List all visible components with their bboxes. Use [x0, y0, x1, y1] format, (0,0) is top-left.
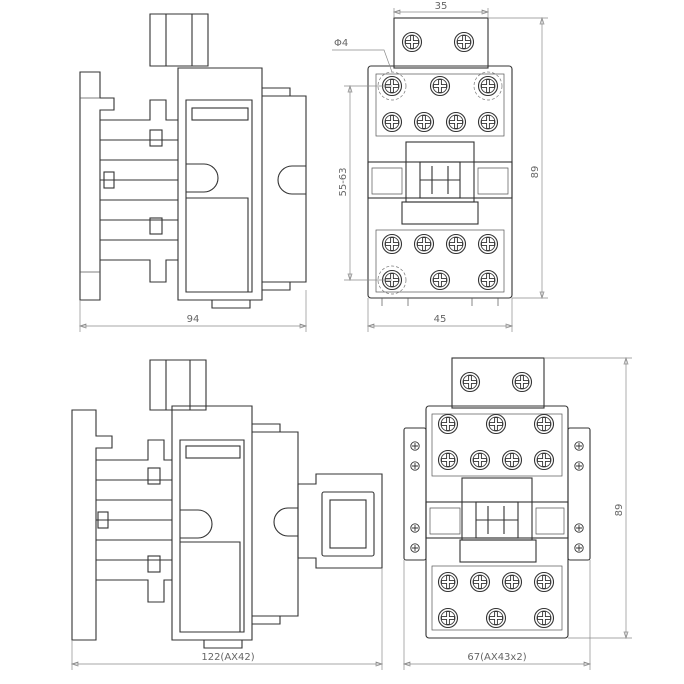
dim-top-side-width: 94 [187, 314, 200, 325]
dim-bottom-side-width: 122(AX42) [201, 652, 254, 663]
dim-terminal-spacing: 35 [435, 1, 448, 12]
dim-hole-diameter: Φ4 [334, 38, 348, 49]
bottom-side-view [71, 359, 383, 649]
top-side-view [79, 13, 307, 309]
dim-top-front-width: 45 [434, 314, 447, 325]
dim-top-front-height: 89 [530, 166, 541, 179]
dim-mount-pitch: 55-63 [338, 167, 349, 196]
dim-bottom-front-width: 67(AX43x2) [467, 652, 526, 663]
top-front-view [367, 17, 513, 306]
dimension-lines [70, 8, 632, 670]
bottom-front-view [403, 357, 591, 639]
dim-bottom-front-height: 89 [614, 504, 625, 517]
